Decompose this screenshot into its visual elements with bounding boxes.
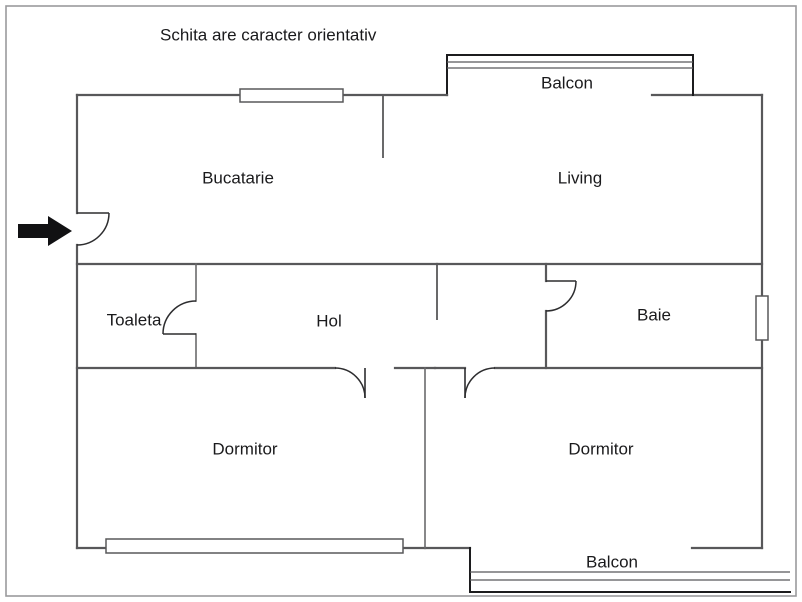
room-label-balcony-top: Balcon: [541, 73, 593, 92]
room-label-balcony-bottom: Balcon: [586, 552, 638, 571]
door-arc-entry: [76, 212, 110, 246]
entrance-arrow-icon: [18, 216, 72, 246]
room-label-living: Living: [558, 168, 602, 187]
doors-group: [76, 212, 577, 399]
window-bedroom-left: [105, 538, 404, 554]
entrance-arrow: [18, 216, 72, 246]
room-label-toilet: Toaleta: [107, 310, 162, 329]
room-label-bathroom: Baie: [637, 305, 671, 324]
room-label-kitchen: Bucatarie: [202, 168, 274, 187]
balcony-top-group: Balcon: [445, 54, 694, 97]
page-title: Schita are caracter orientativ: [160, 25, 377, 44]
balcony-bottom-group: Balcon: [469, 546, 791, 593]
windows-group: [105, 88, 769, 554]
door-arc-toilet: [162, 300, 197, 335]
door-arc-bedroom-right: [464, 367, 496, 399]
window-bathroom: [755, 295, 769, 341]
room-label-hallway: Hol: [316, 311, 342, 330]
door-arc-bedroom-left: [334, 367, 366, 399]
room-label-bedroom-left: Dormitor: [212, 439, 278, 458]
room-label-bedroom-right: Dormitor: [568, 439, 634, 458]
window-kitchen: [239, 88, 344, 103]
room-labels-group: Bucatarie Living Toaleta Hol Baie Dormit…: [107, 168, 671, 458]
image-border-frame: [5, 5, 797, 597]
balcony-top-outline: [446, 54, 694, 96]
interior-walls: [75, 95, 764, 549]
door-arc-bathroom: [545, 280, 577, 312]
